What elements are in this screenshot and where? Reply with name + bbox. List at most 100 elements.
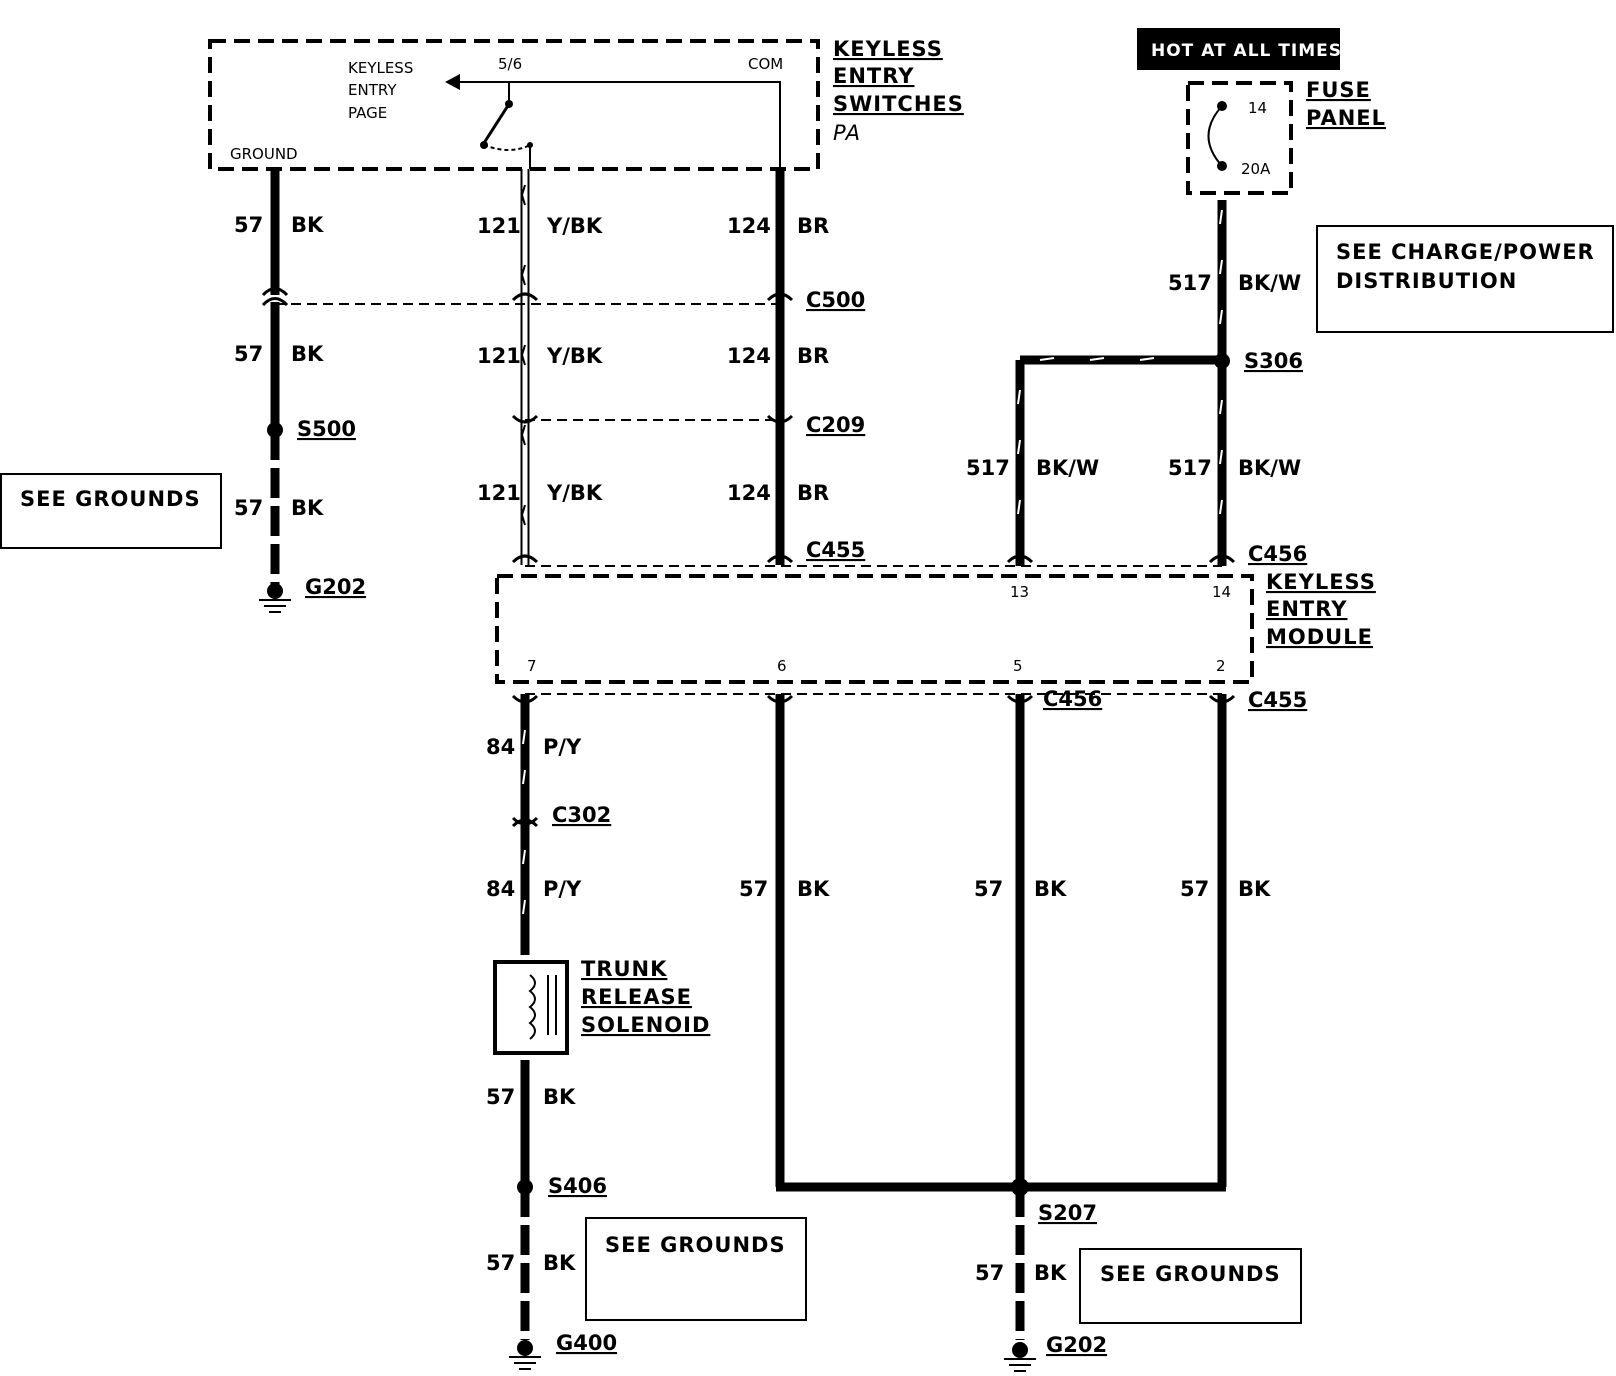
- fuse-number: 14: [1248, 99, 1267, 117]
- wire-color-bk: BK: [291, 342, 324, 366]
- splice-label-s207: S207: [1038, 1201, 1097, 1225]
- wire-color-bk: BK: [543, 1085, 576, 1109]
- wire-num-57: 57: [234, 496, 263, 520]
- wire-color-bk: BK: [291, 213, 324, 237]
- connector-c209: C209: [806, 413, 865, 437]
- wire-color-bkw: BK/W: [1238, 456, 1301, 480]
- module-housing: [495, 574, 1254, 684]
- switch-blade: [482, 103, 511, 144]
- wire-color-bkw: BK/W: [1238, 271, 1301, 295]
- switch-ground-label: GROUND: [230, 145, 298, 163]
- keyless-entry-module: 13 14 7 6 5 2 KEYLESS ENTRY MODULE: [495, 570, 1376, 684]
- fuse-icon: [1207, 105, 1223, 167]
- wire-121-ybk: 121 Y/BK 121 Y/BK 121 Y/BK: [477, 169, 603, 565]
- wire-color-bk: BK: [543, 1251, 576, 1275]
- wire-124-br: 124 BR 124 BR 124 BR: [727, 169, 829, 565]
- switches-code: PA: [833, 121, 861, 145]
- ground-symbol-left: [259, 583, 291, 613]
- wire-num-57: 57: [739, 877, 768, 901]
- see-grounds-text-left: SEE GROUNDS: [20, 487, 201, 511]
- module-pin-13: 13: [1010, 583, 1029, 601]
- ground-label-g400: G400: [556, 1331, 617, 1355]
- see-grounds-box-mid: [585, 1217, 807, 1321]
- wire-num-57: 57: [974, 877, 1003, 901]
- see-grounds-box-left: [0, 473, 222, 549]
- wire-num-517: 517: [966, 456, 1010, 480]
- keyless-entry-switches: KEYLESS ENTRY PAGE 5/6 COM GROUND KEYLES…: [208, 37, 964, 171]
- wire-color-bk: BK: [1034, 877, 1067, 901]
- ground-symbol-g202-right: [1004, 1342, 1036, 1372]
- see-charge-text-2: DISTRIBUTION: [1336, 269, 1517, 293]
- module-pin-14: 14: [1212, 583, 1231, 601]
- wire-num-57: 57: [234, 342, 263, 366]
- wire-num-121: 121: [477, 344, 521, 368]
- module-title-2: ENTRY: [1266, 597, 1347, 621]
- connector-c456-bottom: C456: [1043, 687, 1102, 711]
- hot-label: HOT AT ALL TIMES: [1151, 41, 1342, 61]
- wire-num-121: 121: [477, 214, 521, 238]
- trunk-release-solenoid: TRUNK RELEASE SOLENOID: [493, 957, 709, 1055]
- switch-com-label: COM: [748, 55, 783, 73]
- see-grounds-box-right: [1079, 1248, 1302, 1324]
- wire-color-bk: BK: [291, 496, 324, 520]
- splice-label-s406: S406: [548, 1174, 607, 1198]
- switch-internal-label-2: ENTRY: [348, 81, 397, 99]
- ground-label-g202-left: G202: [305, 575, 366, 599]
- splice-s306: [1214, 353, 1230, 369]
- wire-517-bkw: S306 517 BK/W 517 BK/W 517 BK/W SEE CHAR…: [966, 200, 1614, 566]
- wire-num-84: 84: [486, 877, 515, 901]
- switch-internal-label-1: KEYLESS: [348, 59, 413, 77]
- wire-num-124: 124: [727, 214, 771, 238]
- coil-icon: [528, 974, 536, 1040]
- com-internal-line: [455, 81, 781, 169]
- connector-c500: C500: [806, 288, 865, 312]
- ground-label-g202-right: G202: [1046, 1333, 1107, 1357]
- wire-num-57: 57: [975, 1261, 1004, 1285]
- wire-num-57: 57: [234, 213, 263, 237]
- wire-num-121: 121: [477, 481, 521, 505]
- wire-num-57: 57: [1180, 877, 1209, 901]
- left-ground-circuit: 57 BK 57 BK 57 BK S500 G202 SEE GROUNDS: [0, 169, 366, 613]
- solenoid-ground-circuit: 57 BK S406 57 BK G400 SEE GROUNDS: [486, 1060, 807, 1370]
- wire-num-517: 517: [1168, 271, 1212, 295]
- wire-color-bk: BK: [797, 877, 830, 901]
- wire-num-84: 84: [486, 735, 515, 759]
- fuse-panel-title-1: FUSE: [1306, 78, 1371, 102]
- module-title-1: KEYLESS: [1266, 570, 1376, 594]
- connector-c456-top: C456: [1248, 542, 1307, 566]
- wire-color-py: P/Y: [543, 735, 582, 759]
- wire-num-57: 57: [486, 1085, 515, 1109]
- switches-housing: [208, 39, 820, 171]
- wire-color-bkw: BK/W: [1036, 456, 1099, 480]
- wire-color-ybk: Y/BK: [546, 214, 603, 238]
- see-grounds-text-mid: SEE GROUNDS: [605, 1233, 786, 1257]
- see-charge-text-1: SEE CHARGE/POWER: [1336, 240, 1595, 264]
- arrow-icon: [445, 74, 460, 90]
- switch-internal-label-3: PAGE: [348, 104, 387, 122]
- module-pin-5: 5: [1013, 657, 1023, 675]
- module-pin-6: 6: [777, 657, 787, 675]
- switches-title-3: SWITCHES: [833, 92, 964, 116]
- wire-num-57: 57: [486, 1251, 515, 1275]
- connectors-upper: C500 C209 C455 C456: [275, 288, 1307, 567]
- wire-num-517: 517: [1168, 456, 1212, 480]
- wire-color-bk: BK: [1034, 1261, 1067, 1285]
- module-pin-2: 2: [1216, 657, 1226, 675]
- wire-num-124: 124: [727, 344, 771, 368]
- switches-title-2: ENTRY: [833, 64, 914, 88]
- connector-c455-bottom: C455: [1248, 688, 1307, 712]
- module-ground-circuit: 57 BK 57 BK 57 BK S207 57 BK G202 SEE GR…: [739, 694, 1302, 1372]
- wire-color-br: BR: [797, 481, 829, 505]
- fuse-rating: 20A: [1241, 160, 1271, 178]
- connector-c302: C302: [552, 803, 611, 827]
- wire-color-br: BR: [797, 344, 829, 368]
- wire-color-ybk: Y/BK: [546, 481, 603, 505]
- wire-color-py: P/Y: [543, 877, 582, 901]
- switch-pin-56: 5/6: [498, 55, 522, 73]
- solenoid-box: [493, 960, 569, 1055]
- wire-color-bk: BK: [1238, 877, 1271, 901]
- connector-c455-top: C455: [806, 538, 865, 562]
- connectors-lower: C456 C455: [511, 687, 1307, 712]
- splice-label-s500: S500: [297, 417, 356, 441]
